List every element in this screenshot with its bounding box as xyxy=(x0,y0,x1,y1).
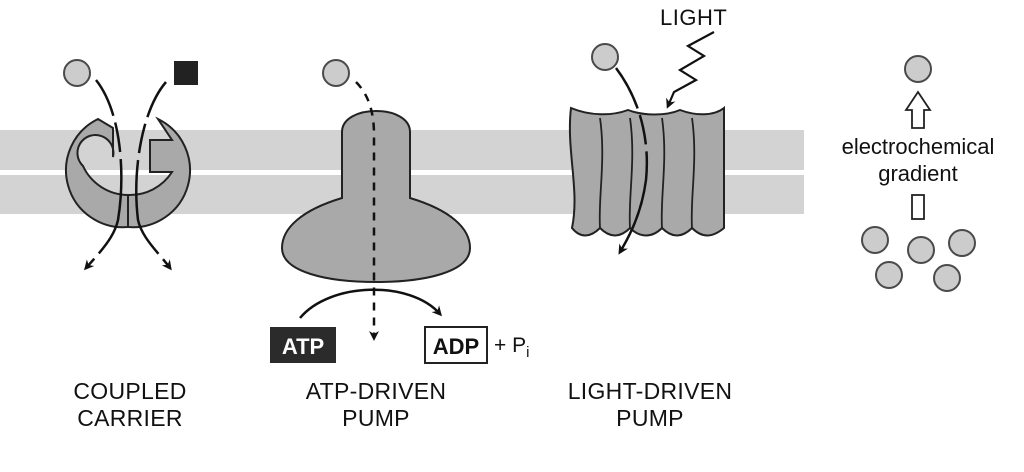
solute-molecule xyxy=(904,55,932,83)
cosolute-path-arrow xyxy=(135,81,172,271)
helix-divider xyxy=(628,117,634,229)
atp-hydrolysis-arrow xyxy=(299,288,442,319)
gradient-label-line1: electrochemical xyxy=(842,134,995,159)
caption-line: LIGHT-DRIVEN xyxy=(567,378,733,404)
pump-protein xyxy=(280,110,472,284)
atp-driven-pump-caption: ATP-DRIVEN PUMP xyxy=(276,378,476,432)
carrier-protein-right-half xyxy=(127,116,191,229)
gradient-arrow-up xyxy=(904,90,932,129)
helix-divider xyxy=(598,117,604,229)
phosphate-label: + Pi xyxy=(494,334,529,361)
solute-molecule xyxy=(948,229,976,257)
solute-molecule xyxy=(861,226,889,254)
atp-driven-pump: ATP ADP + Pi xyxy=(270,59,529,364)
light-driven-pump: LIGHT xyxy=(568,5,727,255)
solute-molecule xyxy=(875,261,903,289)
caption-line: COUPLED xyxy=(73,378,187,404)
gradient-arrow-shaft xyxy=(911,194,925,220)
light-label: LIGHT xyxy=(660,5,727,30)
atp-label: ATP xyxy=(282,334,324,359)
caption-line: ATP-DRIVEN xyxy=(305,378,447,404)
solute-path-arrow xyxy=(84,79,123,271)
adp-box xyxy=(424,326,488,364)
solute-molecule xyxy=(63,59,91,87)
electrochemical-gradient: electrochemical gradient xyxy=(842,55,995,292)
coupled-carrier-caption: COUPLED CARRIER xyxy=(40,378,220,432)
phosphate-subscript: i xyxy=(526,344,529,361)
caption-line: PUMP xyxy=(616,405,684,431)
gradient-label-line2: gradient xyxy=(878,161,958,186)
solute-molecule xyxy=(933,264,961,292)
co-transported-solute xyxy=(174,61,198,85)
light-driven-pump-caption: LIGHT-DRIVEN PUMP xyxy=(545,378,755,432)
carrier-protein-left-half xyxy=(65,117,129,229)
helix-divider xyxy=(660,117,666,229)
light-pump-transport-arrow xyxy=(614,67,649,255)
pump-transport-arrow xyxy=(355,81,379,341)
solute-molecule xyxy=(907,236,935,264)
helix-divider xyxy=(690,117,696,229)
solute-molecule xyxy=(322,59,350,87)
coupled-carrier xyxy=(63,59,198,271)
adp-label: ADP xyxy=(433,334,479,359)
solute-molecule xyxy=(591,43,619,71)
caption-line: CARRIER xyxy=(77,405,183,431)
caption-line: PUMP xyxy=(342,405,410,431)
atp-box xyxy=(270,327,336,363)
light-zigzag-arrow xyxy=(666,31,715,109)
